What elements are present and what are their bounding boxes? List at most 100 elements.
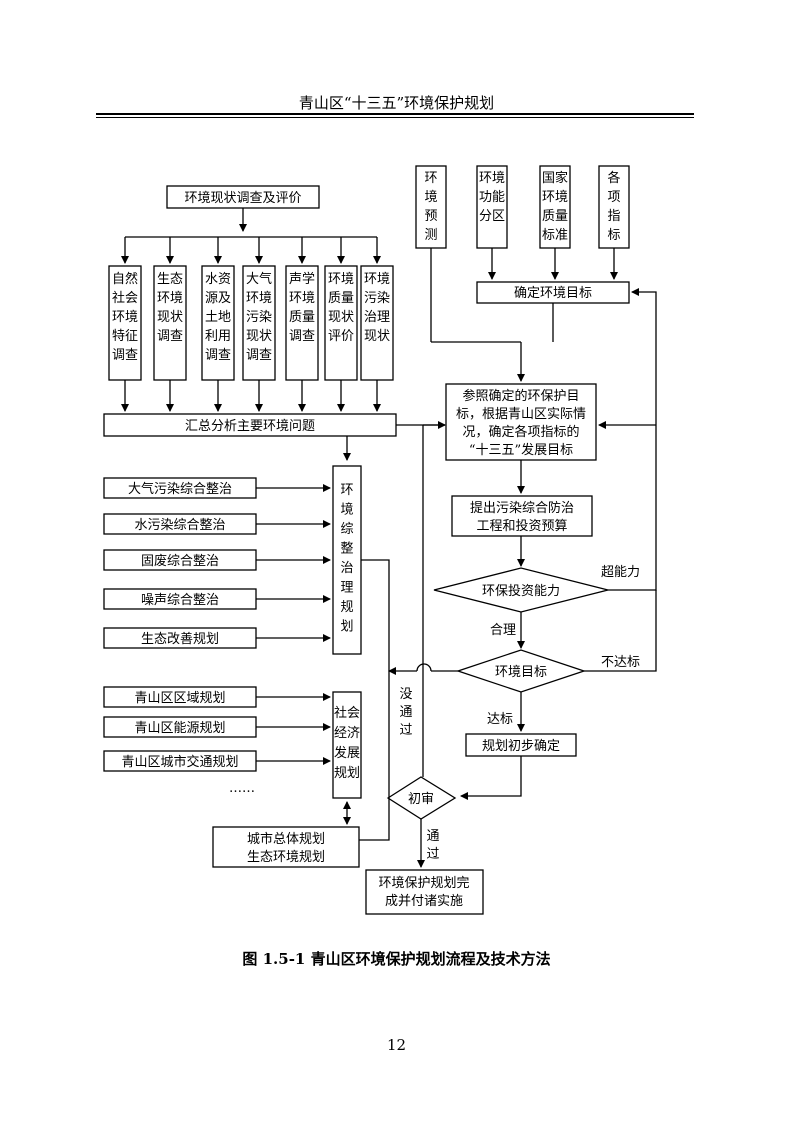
indicator-3-line-2: 环境 [542, 190, 568, 205]
indicator-4-line-4: 标 [607, 228, 620, 243]
indicator-1-line-1: 环 [424, 171, 437, 186]
determine-target-label: 确定环境目标 [514, 286, 592, 301]
socio-plan-line-4: 规划 [334, 766, 360, 781]
edge-label-passed-char-2: 过 [426, 847, 439, 862]
edge-label-not-reached: 不达标 [601, 655, 640, 670]
final-line-2: 成并付诸实施 [385, 894, 463, 909]
target-decision-node: 环境目标 [455, 649, 587, 693]
figure-caption: 图 1.5-1 青山区环境保护规划流程及技术方法 [242, 950, 551, 968]
edge-label-reached: 达标 [487, 712, 513, 727]
indicator-1-line-4: 测 [424, 228, 437, 243]
city-plan-line-1: 城市总体规划 [247, 831, 325, 847]
edge-label-super-capacity: 超能力 [601, 565, 640, 580]
reference-line-1: 参照确定的环保护目 [462, 388, 579, 404]
indicator-2-line-2: 功能 [479, 190, 505, 205]
survey-title-node: 环境现状调查及评价 [166, 185, 320, 209]
socio-plan-line-3: 发展 [334, 745, 360, 761]
ellipsis-label: …… [229, 781, 255, 796]
edge-label-not-passed-char-3: 过 [399, 723, 412, 738]
reference-line-2: 标，根据青山区实际情 [456, 407, 586, 422]
indicator-2-line-3: 分区 [479, 209, 505, 224]
survey-item-5-line-1: 声学 [289, 271, 315, 287]
survey-item-5-line-3: 质量 [289, 310, 315, 325]
final-line-1: 环境保护规划完 [378, 876, 469, 891]
target-decision-label: 环境目标 [495, 665, 547, 680]
reference-target-node: 参照确定的环保护目 标，根据青山区实际情 况，确定各项指标的 “十三五”发展目标 [445, 383, 597, 461]
indicator-3-line-4: 标准 [542, 228, 568, 243]
survey-item-7-line-1: 环境 [364, 272, 390, 287]
regional-item-1: 青山区区域规划 [103, 686, 331, 708]
remediation-item-label-2: 水污染综合整治 [134, 518, 225, 533]
remediation-plan-char-1: 环 [340, 483, 353, 498]
edge-label-not-passed-char-1: 没 [399, 687, 412, 702]
regional-item-label-3: 青山区城市交通规划 [121, 754, 238, 770]
survey-item-4-line-3: 污染 [246, 310, 272, 325]
survey-item-3-line-3: 土地 [205, 310, 231, 325]
indicator-1-line-2: 境 [424, 190, 437, 205]
socio-plan-line-2: 经济 [334, 726, 360, 741]
page-number: 12 [386, 1036, 407, 1054]
survey-item-4-line-4: 现状 [246, 329, 272, 344]
reference-line-3: 况，确定各项指标的 [462, 424, 579, 440]
final-implementation-node: 环境保护规划完 成并付诸实施 [365, 869, 484, 915]
remediation-plan-char-6: 理 [340, 581, 353, 596]
regional-item-label-1: 青山区区域规划 [134, 691, 225, 706]
summary-node: 汇总分析主要环境问题 [103, 413, 397, 437]
remediation-item-label-3: 固废综合整治 [141, 553, 219, 569]
remediation-plan-char-5: 治 [340, 561, 353, 576]
review-decision-node: 初审 [386, 776, 457, 820]
remediation-item-2: 水污染综合整治 [103, 513, 331, 535]
remediation-plan-char-7: 规 [340, 600, 353, 615]
review-label: 初审 [408, 792, 434, 807]
regional-item-3: 青山区城市交通规划 [103, 750, 331, 772]
remediation-item-label-1: 大气污染综合整治 [128, 481, 232, 497]
city-plan-line-2: 生态环境规划 [247, 850, 325, 865]
indicator-1-line-3: 预 [424, 209, 437, 224]
remediation-item-5: 生态改善规划 [103, 627, 331, 649]
regional-item-label-2: 青山区能源规划 [134, 721, 225, 736]
survey-item-2-line-4: 调查 [157, 329, 183, 344]
pollution-plan-node: 提出污染综合防治 工程和投资预算 [451, 495, 593, 537]
determine-target-node: 确定环境目标 [476, 281, 630, 304]
survey-item-6-line-4: 评价 [328, 329, 354, 344]
survey-item-3-line-1: 水资 [205, 272, 231, 287]
capacity-decision-node: 环保投资能力 [433, 567, 609, 613]
indicator-2-line-1: 环境 [479, 171, 505, 186]
survey-item-2-line-3: 现状 [157, 310, 183, 325]
remediation-item-label-5: 生态改善规划 [141, 631, 219, 647]
survey-item-3-line-5: 调查 [205, 348, 231, 363]
remediation-plan-char-3: 综 [340, 522, 353, 537]
survey-item-6-line-1: 环境 [328, 272, 354, 287]
capacity-decision-label: 环保投资能力 [482, 583, 560, 599]
indicator-node-4: 各项指标 [598, 165, 630, 249]
remediation-plan-char-4: 整 [340, 542, 353, 557]
indicator-3-line-1: 国家 [542, 170, 568, 186]
remediation-item-4: 噪声综合整治 [103, 588, 331, 610]
summary-label: 汇总分析主要环境问题 [185, 419, 315, 434]
edge-label-not-passed-char-2: 通 [399, 705, 412, 720]
survey-item-7-line-2: 污染 [364, 291, 390, 306]
survey-item-1-line-5: 调查 [112, 348, 138, 363]
survey-title-label: 环境现状调查及评价 [184, 191, 301, 206]
pollution-plan-line-2: 工程和投资预算 [476, 518, 567, 534]
survey-item-6-line-2: 质量 [328, 291, 354, 306]
initial-plan-label: 规划初步确定 [482, 739, 560, 754]
survey-item-2-line-2: 环境 [157, 291, 183, 306]
edge-label-reasonable: 合理 [490, 623, 516, 638]
survey-item-1-line-4: 特征 [112, 329, 138, 344]
survey-item-5-line-2: 环境 [289, 291, 315, 306]
regional-item-2: 青山区能源规划 [103, 716, 331, 738]
city-plan-node: 城市总体规划 生态环境规划 [212, 826, 360, 868]
